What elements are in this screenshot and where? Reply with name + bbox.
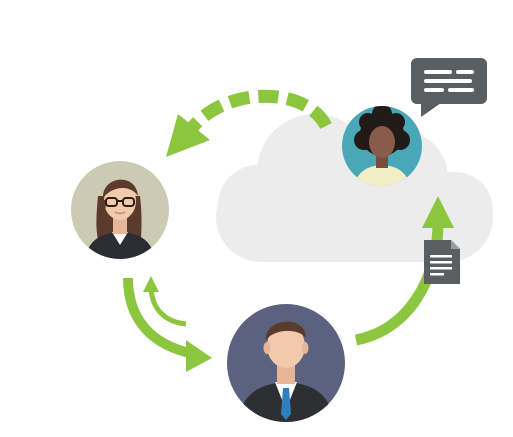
arrow-bottom-to-left-person bbox=[143, 276, 187, 327]
man-suit-avatar bbox=[227, 304, 345, 422]
dashed-arrow-to-left-person bbox=[166, 89, 332, 157]
woman-glasses-avatar bbox=[71, 161, 169, 259]
chat-bubble-icon bbox=[411, 58, 487, 117]
document-icon bbox=[424, 240, 460, 284]
arrow-left-to-bottom-person bbox=[123, 277, 212, 372]
